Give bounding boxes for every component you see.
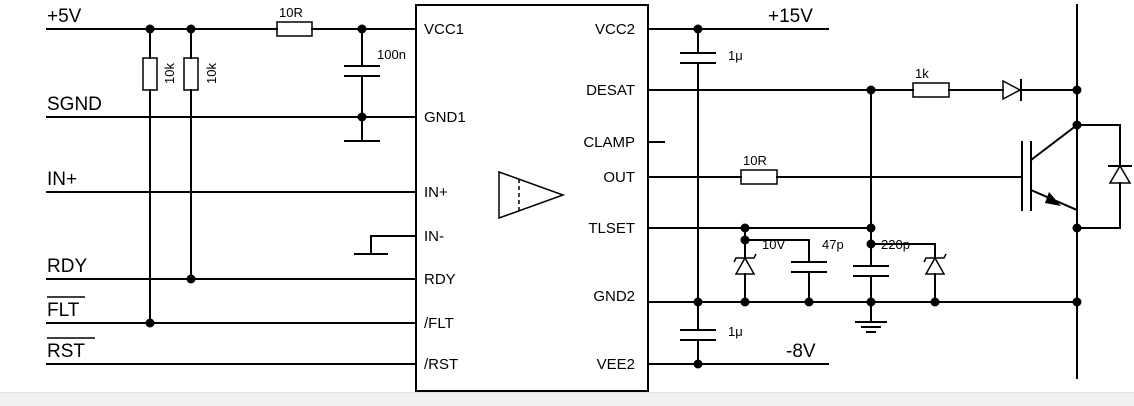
label-capacitor-vcc1: 100n	[377, 47, 406, 62]
pin-desat: DESAT	[586, 82, 635, 99]
desat-diode-symbol	[1002, 79, 1022, 101]
label-resistor-pullup-flt: 10k	[162, 63, 177, 84]
junction-rdy	[186, 274, 196, 284]
junction-collector	[1072, 85, 1082, 95]
junction-vcc1-cap	[357, 24, 367, 34]
pin-vcc2: VCC2	[595, 21, 635, 38]
pin-vcc1: VCC1	[424, 21, 464, 38]
pin-gnd2: GND2	[593, 288, 635, 305]
label-in-plus: IN+	[47, 169, 77, 190]
label-plus15v: +15V	[768, 6, 813, 27]
driver-buffer-symbol	[498, 170, 566, 220]
junction-tlset-b	[866, 223, 876, 233]
junction-desat-zener	[866, 239, 876, 249]
label-resistor-desat: 1k	[915, 66, 929, 81]
label-resistor-pullup-rdy: 10k	[204, 63, 219, 84]
junction-gnd2-b	[740, 297, 750, 307]
driver-ic-body	[415, 4, 649, 392]
label-capacitor-vcc2: 1μ	[728, 48, 743, 63]
junction-gnd2-d	[866, 297, 876, 307]
label-capacitor-vee2: 1μ	[728, 324, 743, 339]
freewheel-diode-symbol	[1108, 164, 1132, 184]
pin-out: OUT	[603, 169, 635, 186]
junction-gnd2-e	[930, 297, 940, 307]
pin-clamp: CLAMP	[583, 134, 635, 151]
junction-gnd2-a	[693, 297, 703, 307]
resistor-vcc1	[276, 21, 313, 37]
igbt-symbol	[1021, 123, 1079, 229]
pin-flt: /FLT	[424, 315, 454, 332]
page-bottom-strip	[0, 392, 1134, 406]
resistor-gate	[740, 169, 778, 185]
resistor-desat	[912, 82, 950, 98]
ground-symbol	[855, 321, 887, 333]
label-rst: RST	[47, 341, 85, 362]
resistor-pullup-flt	[142, 57, 158, 91]
junction-gnd2-c	[804, 297, 814, 307]
zener-tlset-symbol	[733, 253, 757, 275]
label-rdy: RDY	[47, 256, 87, 277]
in-minus-ground-stub	[354, 235, 417, 255]
label-resistor-gate: 10R	[743, 153, 767, 168]
pin-tlset: TLSET	[588, 220, 635, 237]
label-capacitor-tlset: 47p	[822, 237, 844, 252]
pin-in-plus: IN+	[424, 184, 448, 201]
label-minus8v: -8V	[786, 341, 816, 362]
pin-rdy: RDY	[424, 271, 456, 288]
junction-vee2	[693, 359, 703, 369]
zener-desat-symbol	[923, 253, 947, 275]
label-sgnd: SGND	[47, 94, 102, 115]
label-flt: FLT	[47, 300, 80, 321]
label-resistor-vcc1: 10R	[279, 5, 303, 20]
pin-vee2: VEE2	[597, 356, 635, 373]
junction-tlset-cap	[740, 235, 750, 245]
junction-flt	[145, 318, 155, 328]
label-plus5v: +5V	[47, 6, 82, 27]
pin-rst: /RST	[424, 356, 458, 373]
pin-in-minus: IN-	[424, 228, 444, 245]
junction-plus5v-b	[186, 24, 196, 34]
pin-gnd1: GND1	[424, 109, 466, 126]
junction-plus5v-a	[145, 24, 155, 34]
resistor-pullup-rdy	[183, 57, 199, 91]
